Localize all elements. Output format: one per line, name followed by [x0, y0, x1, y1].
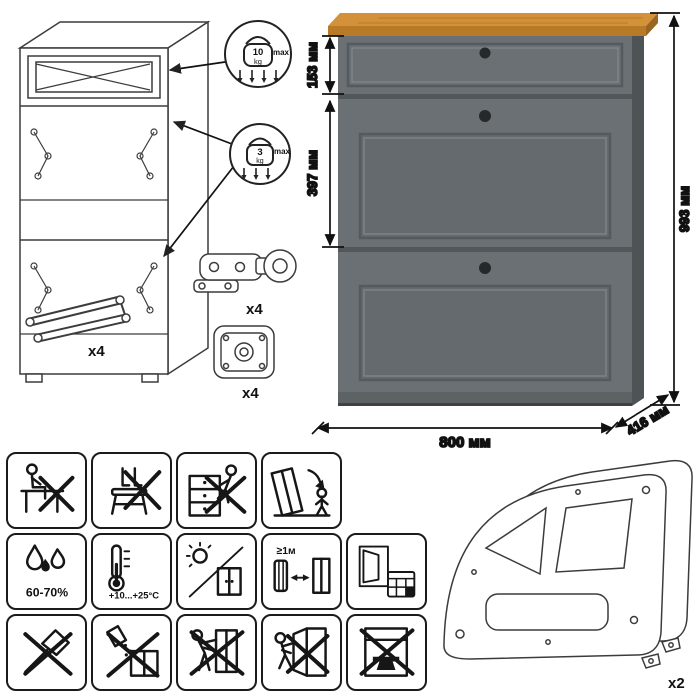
svg-text:800 мм: 800 мм: [439, 434, 490, 450]
no-sit-icon: [19, 462, 74, 513]
side-panel-front: [443, 473, 667, 660]
no-sharp-warning: [6, 614, 87, 691]
humidity-info: 60-70%: [6, 533, 87, 610]
down-arrows-icon: [241, 168, 271, 180]
foot-icon: [213, 325, 275, 379]
drawer-load-note: max: [273, 48, 290, 57]
max-load-drawer-callout: 10 kg max: [168, 20, 292, 88]
panel-qty-label: x2: [668, 675, 685, 692]
max-load-flap-callout: 3 kg max max: [163, 120, 291, 258]
down-arrows-icon: [237, 70, 279, 83]
drawer-load-value: 10: [253, 47, 264, 58]
drawer-knob: [479, 47, 491, 59]
dim-width: 800 мм: [311, 421, 619, 450]
no-heavy-load-warning: [346, 614, 427, 691]
no-spill-icon: [105, 624, 159, 678]
flap-load-max: max: [274, 147, 291, 156]
flap2-knob: [479, 262, 491, 274]
temperature-value: +10...+25°C: [108, 589, 159, 600]
flap1-knob: [479, 110, 491, 122]
assembly-overview: 10 kg max 3 kg max max: [17, 20, 297, 402]
product-render: 153 мм 397 мм 993 мм 800 мм 416 мм: [304, 12, 693, 450]
no-sharp-objects-icon: [22, 628, 73, 676]
tip-over-warning: [261, 452, 342, 529]
humidity-icon: 60-70%: [25, 543, 68, 599]
temperature-info: +10...+25°C: [91, 533, 172, 610]
no-stand-icon: [110, 466, 161, 515]
no-drag-cabinet-icon: [189, 628, 244, 676]
stay-qty-label: x4: [88, 343, 105, 360]
no-drag-warning: [176, 614, 257, 691]
hinge-qty-label: x4: [246, 301, 263, 318]
dim-drawer-height: 153 мм: [304, 35, 344, 95]
no-climb-icon: [187, 463, 246, 517]
bracket-icon: [640, 637, 681, 669]
temperature-icon: +10...+25°C: [107, 543, 159, 600]
cabinet-side: [632, 28, 644, 406]
flap-load-unit: kg: [256, 158, 264, 165]
no-sit-warning: [6, 452, 87, 529]
sunlight-info: [176, 533, 257, 610]
heat-distance-value: ≥1м: [276, 546, 295, 557]
sunlight-icon: [185, 541, 243, 597]
ventilation-info: [346, 533, 427, 610]
flap-load-value: 3: [257, 147, 262, 158]
svg-text:993 мм: 993 мм: [677, 186, 692, 232]
foot-qty-label: x4: [242, 385, 259, 402]
no-spill-warning: [91, 614, 172, 691]
drawer-load-unit: kg: [254, 57, 262, 66]
no-climb-warning: [176, 452, 257, 529]
tip-over-icon: [269, 466, 331, 517]
heat-distance-icon: ≥1м: [272, 546, 331, 594]
ventilation-calendar-icon: [358, 545, 415, 597]
dim-total-height: 993 мм: [650, 12, 693, 406]
svg-text:397 мм: 397 мм: [305, 150, 320, 196]
cabinet-wireframe: [17, 20, 211, 383]
child-door-icon: [273, 626, 329, 677]
no-stand-warning: [91, 452, 172, 529]
child-door-warning: [261, 614, 342, 691]
cabinet-render: [328, 13, 658, 406]
heat-distance-info: ≥1м: [261, 533, 342, 610]
dim-flap-height: 397 мм: [304, 99, 344, 248]
humidity-value: 60-70%: [25, 585, 67, 599]
worktop-surface: [328, 13, 658, 26]
worktop-end: [646, 13, 658, 36]
lid-stay-icon: [25, 295, 131, 343]
hinge-icon: [193, 249, 297, 293]
worktop-edge: [328, 26, 646, 36]
no-heavy-load-icon: [359, 626, 414, 677]
side-panels-drawing: x2: [443, 459, 693, 692]
svg-text:153 мм: 153 мм: [305, 42, 320, 88]
